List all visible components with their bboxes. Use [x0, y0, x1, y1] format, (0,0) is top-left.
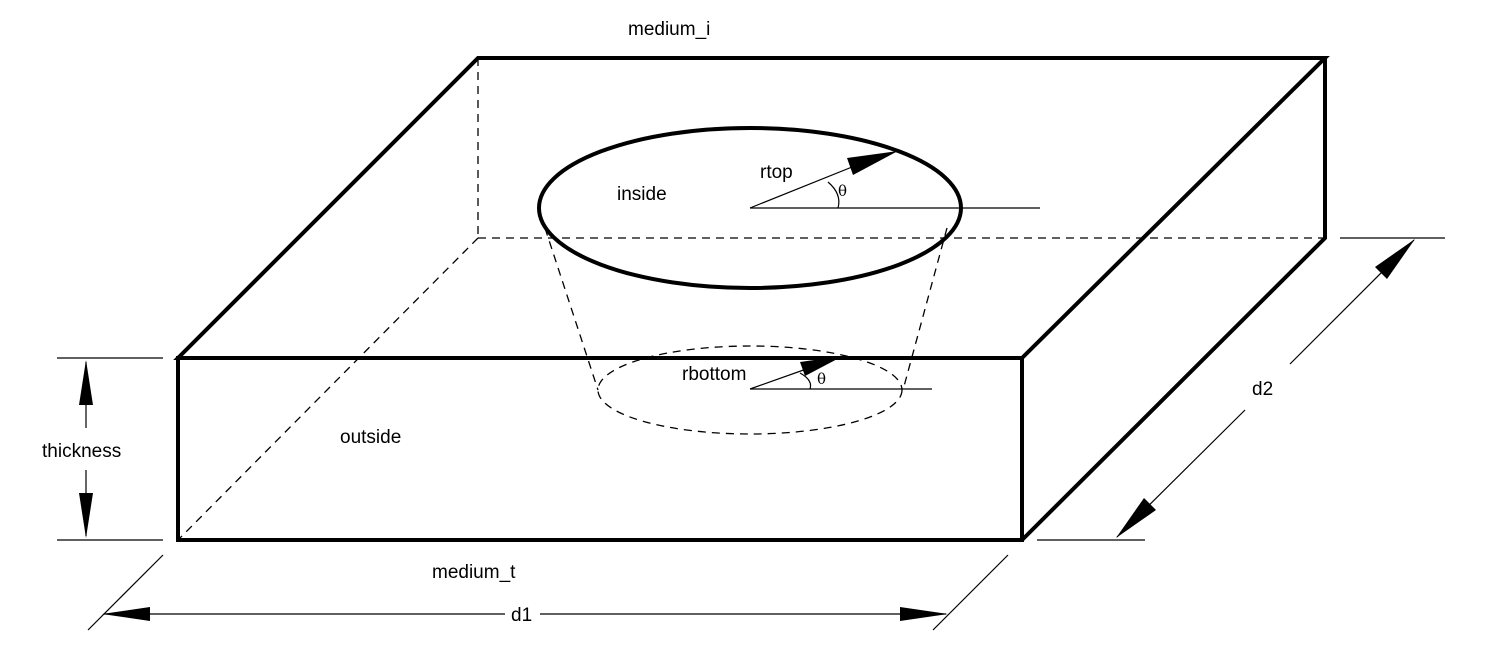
conical-hole [537, 126, 963, 435]
label-d1: d1 [511, 605, 532, 626]
label-outside: outside [340, 427, 401, 448]
rtop-indicator [749, 151, 1040, 209]
labels: medium_i medium_t inside outside rtop rb… [42, 19, 1273, 626]
thickness-arrow-down [79, 493, 93, 538]
label-rbottom: rbottom [682, 364, 746, 385]
d1-arrow-right [900, 607, 948, 621]
rtop-angle-arc [827, 181, 840, 209]
label-inside: inside [617, 184, 667, 205]
d2-arrow-down [1116, 498, 1156, 538]
rbottom-indicator [749, 356, 932, 390]
label-rtop: rtop [760, 162, 793, 183]
label-theta-bottom: θ [817, 370, 826, 388]
hidden-left-bottom-edge [177, 237, 479, 541]
rbottom-radius-line [749, 366, 813, 390]
rtop-radius-line [749, 162, 863, 209]
d1-arrow-left [102, 607, 150, 621]
d2-dimension [1037, 237, 1445, 541]
thickness-dimension [57, 357, 163, 541]
d1-extension-left [87, 554, 164, 631]
slab-front-face [176, 356, 1024, 542]
label-theta-top: θ [838, 182, 847, 200]
label-medium-t: medium_t [432, 562, 516, 583]
slab-right-face [1020, 58, 1327, 542]
rbottom-arrowhead [800, 356, 843, 376]
label-d2: d2 [1252, 379, 1273, 400]
label-thickness: thickness [42, 441, 121, 462]
label-medium-i: medium_i [628, 19, 710, 40]
d1-extension-right [932, 554, 1009, 631]
d2-arrow-up [1375, 239, 1415, 279]
bottom-ellipse [597, 345, 903, 435]
thickness-arrow-up [79, 360, 93, 405]
cone-left-side-line [544, 227, 599, 391]
rtop-arrowhead [847, 151, 898, 175]
d1-dimension [87, 554, 1009, 631]
slab-outline [173, 56, 1330, 542]
rbottom-angle-arc [799, 372, 812, 390]
hidden-edges [177, 58, 1325, 541]
